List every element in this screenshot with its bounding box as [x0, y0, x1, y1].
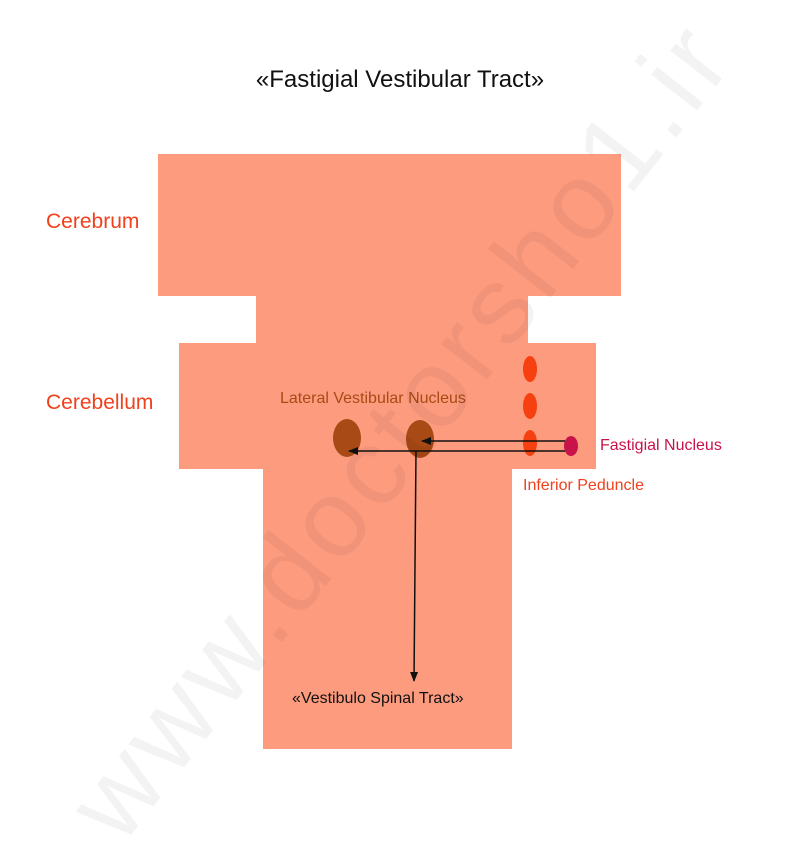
spinal-cord [263, 467, 512, 749]
vestibulo-spinal-tract-label: «Vestibulo Spinal Tract» [292, 690, 464, 707]
fastigial-nucleus-label: Fastigial Nucleus [600, 437, 722, 454]
brainstem-neck [256, 295, 528, 345]
cerebellum-label: Cerebellum [46, 391, 154, 414]
inferior-peduncle-dot-2 [523, 393, 537, 419]
lateral-vestibular-nucleus-right [406, 420, 434, 458]
vestibulospinal-descending-arrow [410, 450, 419, 682]
fastigial-nucleus-dot [564, 436, 578, 456]
inferior-peduncle-dot-3 [523, 430, 537, 456]
lateral-vestibular-nucleus-label: Lateral Vestibular Nucleus [280, 390, 466, 407]
diagram-title: «Fastigial Vestibular Tract» [255, 66, 545, 93]
inferior-peduncle-dot-1 [523, 356, 537, 382]
cerebrum-block [158, 154, 621, 296]
diagram-canvas: «Fastigial Vestibular Tract» Cerebrum Ce… [43, 0, 756, 862]
inferior-peduncle-label: Inferior Peduncle [523, 477, 644, 494]
cerebrum-label: Cerebrum [46, 210, 140, 233]
brain-diagram-svg [158, 154, 621, 749]
